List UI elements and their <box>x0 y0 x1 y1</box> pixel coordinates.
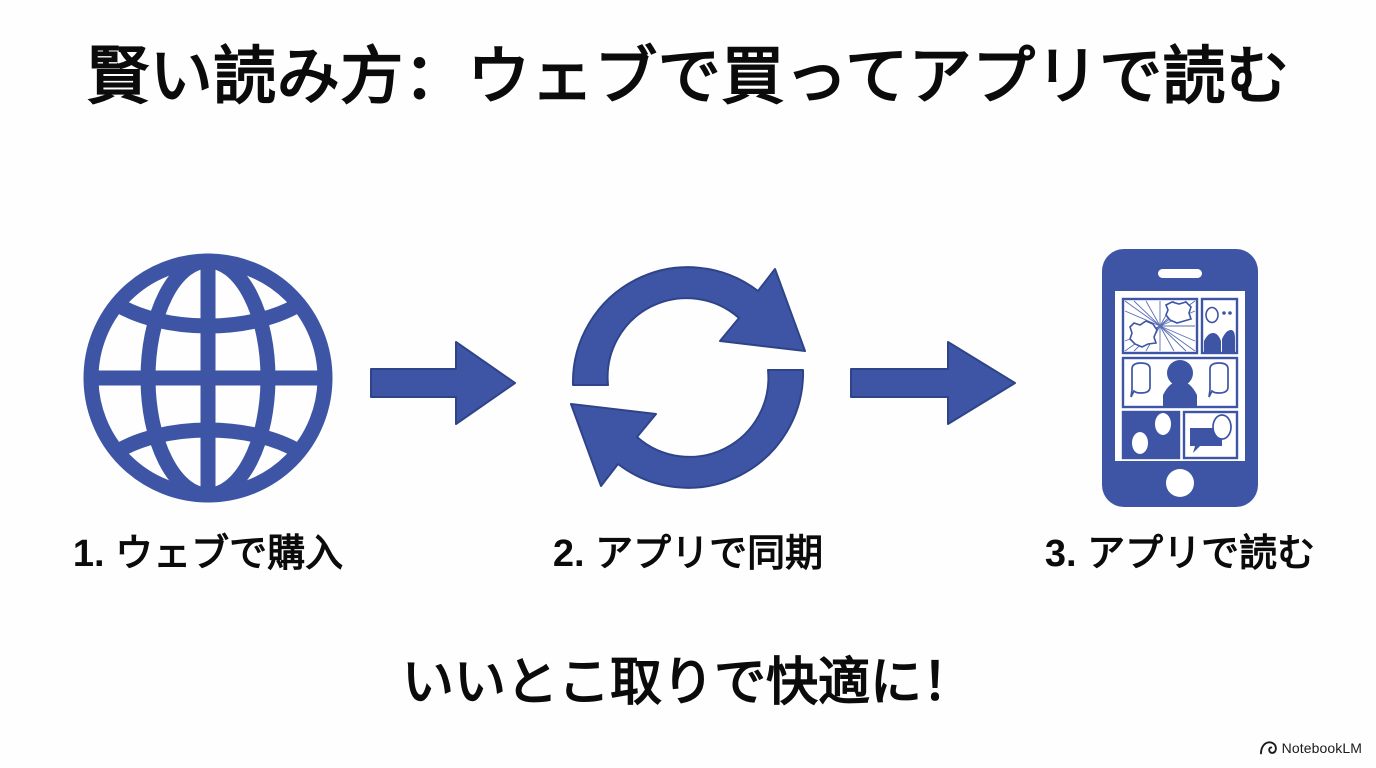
step-3-icon-wrap <box>1010 240 1350 515</box>
sync-arrows-icon <box>570 266 806 489</box>
step-1-label: 1. ウェブで購入 <box>72 533 344 575</box>
step-2-label: 2. アプリで同期 <box>552 533 824 575</box>
steps-row: 1. ウェブで購入 2. アプリで同期 <box>0 240 1376 600</box>
step-1-icon-wrap <box>38 240 378 515</box>
step-2-icon-wrap <box>518 240 858 515</box>
caption-text: いいとこ取りで快適に！ <box>401 654 974 712</box>
step-2: 2. アプリで同期 <box>518 240 858 600</box>
step-3-label: 3. アプリで読む <box>1044 533 1316 575</box>
arrow-right-2-wrap <box>848 338 1018 433</box>
page-title: 賢い読み方：ウェブで買ってアプリで読む <box>86 42 1290 112</box>
arrow-right-icon <box>370 341 516 425</box>
smartphone-manga-icon <box>1102 248 1258 507</box>
notebooklm-logo-icon <box>1259 741 1277 755</box>
step-3: 3. アプリで読む <box>1010 240 1350 600</box>
watermark-label: NotebookLM <box>1281 740 1362 756</box>
arrow-right-1-wrap <box>368 338 518 433</box>
watermark: NotebookLM <box>1259 740 1362 756</box>
step-1: 1. ウェブで購入 <box>38 240 378 600</box>
globe-icon <box>83 253 333 502</box>
arrow-right-icon <box>850 341 1016 425</box>
